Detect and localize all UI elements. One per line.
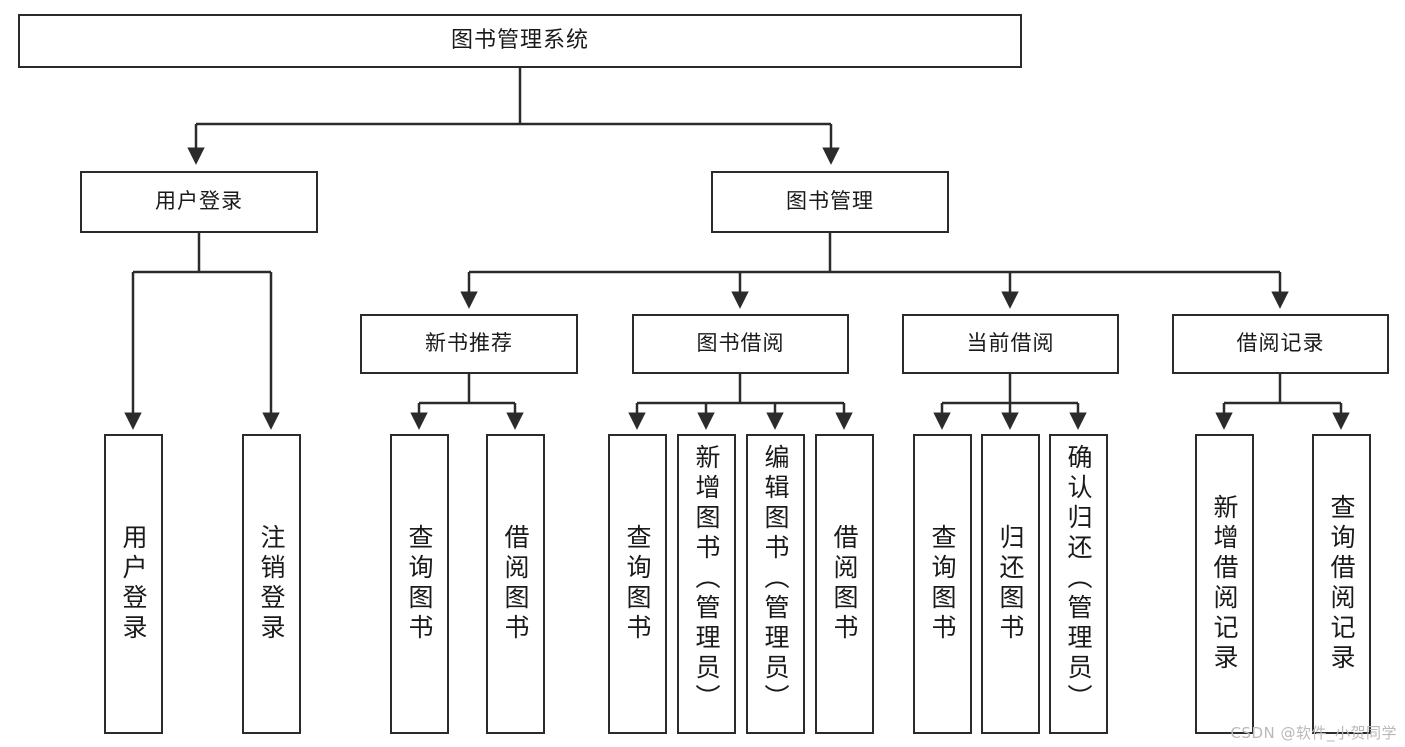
- node-borrow-record-label: 借阅记录: [1236, 331, 1325, 356]
- node-new-book-recommend-label: 新书推荐: [425, 331, 513, 356]
- leaf-borrow-record-2-label: 查询借阅记录: [1327, 494, 1356, 674]
- node-current-borrow[interactable]: 当前借阅: [902, 314, 1119, 374]
- leaf-user-login-1[interactable]: 用户登录: [104, 434, 163, 734]
- node-book-borrow-label: 图书借阅: [696, 331, 785, 356]
- leaf-user-login-2-label: 注销登录: [257, 524, 286, 644]
- leaf-current-borrow-3-label: 确认归还（管理员）: [1064, 444, 1093, 714]
- leaf-book-borrow-2-label: 新增图书（管理员）: [692, 444, 721, 714]
- node-new-book-recommend[interactable]: 新书推荐: [360, 314, 578, 374]
- leaf-book-borrow-1[interactable]: 查询图书: [608, 434, 667, 734]
- leaf-borrow-record-1-label: 新增借阅记录: [1210, 494, 1239, 674]
- leaf-user-login-2[interactable]: 注销登录: [242, 434, 301, 734]
- leaf-new-book-2[interactable]: 借阅图书: [486, 434, 545, 734]
- node-user-login[interactable]: 用户登录: [80, 171, 318, 233]
- leaf-current-borrow-3[interactable]: 确认归还（管理员）: [1049, 434, 1108, 734]
- leaf-book-borrow-4-label: 借阅图书: [830, 524, 859, 644]
- leaf-book-borrow-3[interactable]: 编辑图书（管理员）: [746, 434, 805, 734]
- node-borrow-record[interactable]: 借阅记录: [1172, 314, 1389, 374]
- leaf-book-borrow-3-label: 编辑图书（管理员）: [761, 444, 790, 714]
- node-current-borrow-label: 当前借阅: [966, 331, 1055, 356]
- leaf-new-book-1[interactable]: 查询图书: [390, 434, 449, 734]
- leaf-current-borrow-1-label: 查询图书: [928, 524, 957, 644]
- leaf-book-borrow-4[interactable]: 借阅图书: [815, 434, 874, 734]
- leaf-borrow-record-2[interactable]: 查询借阅记录: [1312, 434, 1371, 734]
- leaf-new-book-2-label: 借阅图书: [501, 524, 530, 644]
- node-book-borrow[interactable]: 图书借阅: [632, 314, 849, 374]
- node-root[interactable]: 图书管理系统: [18, 14, 1022, 68]
- node-root-label: 图书管理系统: [450, 27, 589, 53]
- leaf-current-borrow-1[interactable]: 查询图书: [913, 434, 972, 734]
- leaf-current-borrow-2[interactable]: 归还图书: [981, 434, 1040, 734]
- leaf-book-borrow-1-label: 查询图书: [623, 524, 652, 644]
- leaf-new-book-1-label: 查询图书: [405, 524, 434, 644]
- leaf-user-login-1-label: 用户登录: [119, 524, 148, 644]
- leaf-borrow-record-1[interactable]: 新增借阅记录: [1195, 434, 1254, 734]
- leaf-book-borrow-2[interactable]: 新增图书（管理员）: [677, 434, 736, 734]
- node-book-manage[interactable]: 图书管理: [711, 171, 949, 233]
- node-user-login-label: 用户登录: [155, 189, 243, 214]
- leaf-current-borrow-2-label: 归还图书: [996, 524, 1025, 644]
- node-book-manage-label: 图书管理: [786, 189, 874, 214]
